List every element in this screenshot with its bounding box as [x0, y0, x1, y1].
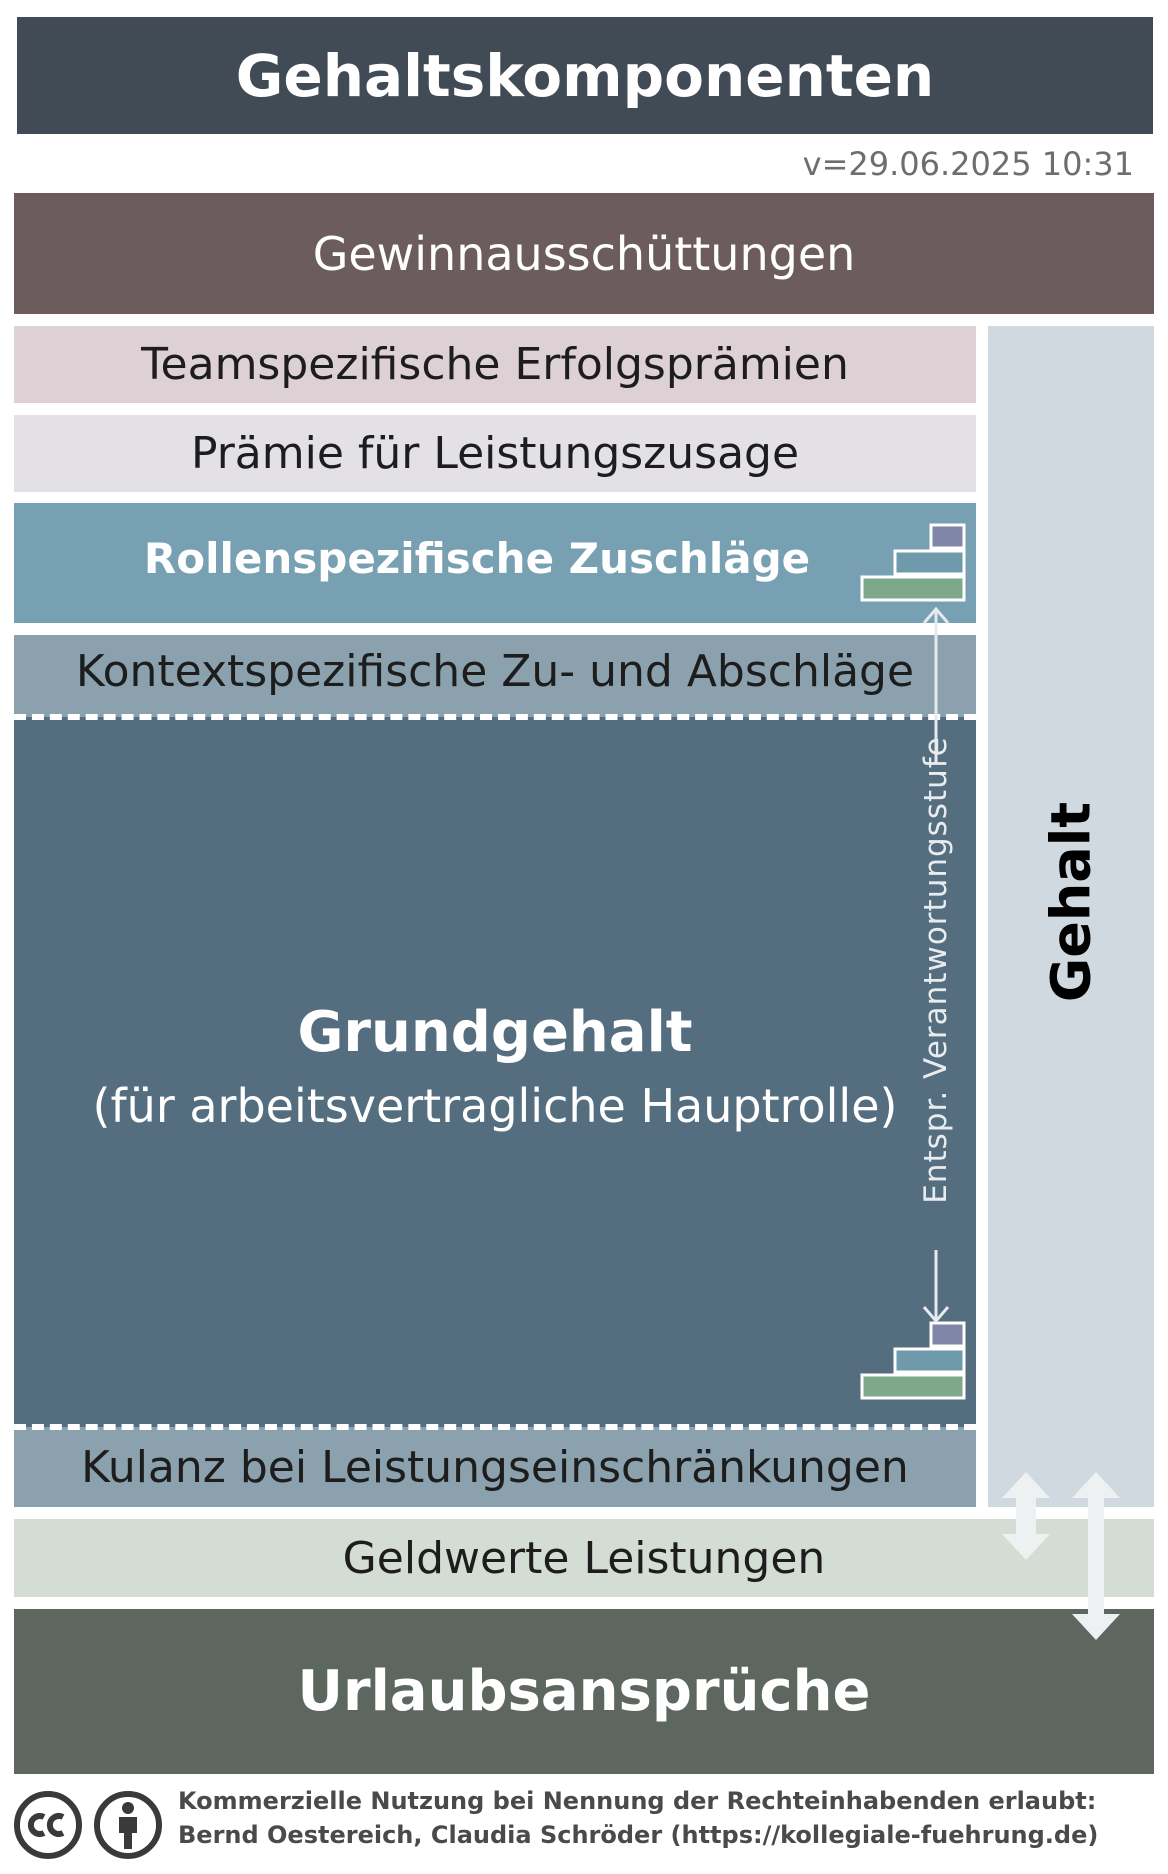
base-salary-subtitle: (für arbeitsvertragliche Hauptrolle)	[92, 1078, 898, 1133]
role-allowance-label: Rollenspezifische Zuschläge	[143, 533, 811, 583]
role-allowance-block: Rollenspezifische Zuschläge	[14, 503, 976, 623]
team-bonus-label: Teamspezifische Erfolgsprämien	[141, 339, 849, 390]
version-stamp: v=29.06.2025 10:31	[802, 145, 1134, 183]
license-line-1: Kommerzielle Nutzung bei Nennung der Rec…	[178, 1787, 1097, 1815]
context-adjustments-label: Kontextspezifische Zu- und Abschläge	[75, 645, 915, 697]
performance-bonus-block: Prämie für Leistungszusage	[14, 415, 976, 492]
team-bonus-block: Teamspezifische Erfolgsprämien	[14, 326, 976, 403]
responsibility-level-label: Entspr. Verantwortungsstufe	[918, 736, 954, 1204]
attribution-icon	[94, 1791, 162, 1859]
dashed-divider-top	[14, 714, 976, 720]
vacation-block: Urlaubsansprüche	[14, 1609, 1154, 1774]
dashed-divider-bottom	[14, 1424, 976, 1430]
creative-commons-icon	[14, 1791, 82, 1859]
page-title: Gehaltskomponenten	[17, 17, 1153, 134]
base-salary-title: Grundgehalt	[297, 999, 693, 1065]
salary-label: Gehalt	[1039, 801, 1103, 1003]
staircase-icon-bottom	[860, 1321, 966, 1400]
profit-sharing-label: Gewinnausschüttungen	[312, 226, 856, 281]
license-line-2: Bernd Oestereich, Claudia Schröder (http…	[178, 1821, 1099, 1849]
profit-sharing-block: Gewinnausschüttungen	[14, 193, 1154, 314]
base-salary-block: Grundgehalt (für arbeitsvertragliche Hau…	[14, 717, 976, 1427]
monetary-benefits-label: Geldwerte Leistungen	[342, 1532, 826, 1584]
double-arrow-long-icon	[1072, 1472, 1120, 1640]
vacation-label: Urlaubsansprüche	[297, 1659, 871, 1724]
context-adjustments-block: Kontextspezifische Zu- und Abschläge	[14, 635, 976, 717]
responsibility-arrow	[922, 606, 950, 1324]
page-title-text: Gehaltskomponenten	[235, 41, 935, 110]
goodwill-label: Kulanz bei Leistungseinschränkungen	[81, 1441, 909, 1493]
salary-column	[988, 326, 1154, 1507]
goodwill-block: Kulanz bei Leistungseinschränkungen	[14, 1427, 976, 1507]
performance-bonus-label: Prämie für Leistungszusage	[190, 428, 800, 479]
monetary-benefits-block: Geldwerte Leistungen	[14, 1519, 1154, 1597]
double-arrow-short-icon	[1002, 1472, 1050, 1560]
license-notice: Kommerzielle Nutzung bei Nennung der Rec…	[178, 1784, 1098, 1852]
staircase-icon-top	[860, 523, 966, 602]
